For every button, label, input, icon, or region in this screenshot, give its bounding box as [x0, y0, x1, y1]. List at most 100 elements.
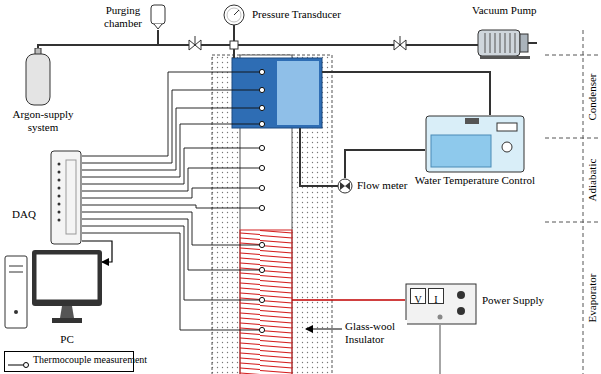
- pressure-transducer-icon: [222, 3, 246, 53]
- thermocouple-wires: [82, 108, 259, 170]
- pc-computer: PC: [4, 250, 104, 348]
- purging-chamber: Purging chamber: [98, 4, 170, 38]
- power-supply-icon: [457, 291, 465, 299]
- thermocouple-wires: [259, 165, 264, 170]
- daq-unit-icon: [58, 163, 61, 222]
- thermocouple-wires: [259, 297, 264, 302]
- vacuum-pump-icon: [485, 33, 515, 53]
- vacuum-pump-icon: [528, 42, 537, 44]
- pc-computer-icon: [36, 254, 98, 300]
- daq-unit: DAQ: [12, 150, 84, 247]
- valve-symbol: [195, 36, 196, 45]
- valve-symbol: [400, 36, 401, 45]
- thermocouple-wires: [82, 219, 259, 270]
- legend-sample: [8, 365, 23, 366]
- legend-box: Thermocouple measurement: [4, 351, 134, 372]
- node-label: PC: [32, 333, 102, 346]
- thermocouple-wires: [82, 148, 259, 184]
- pressure-transducer-icon: [234, 10, 239, 15]
- thermocouple-wires: [82, 72, 259, 156]
- node-label: DAQ: [12, 208, 48, 221]
- leader-arrow: [306, 329, 342, 330]
- pipe: [233, 53, 235, 58]
- purging-chamber-icon: [150, 4, 166, 30]
- purging-chamber-icon: [150, 4, 166, 30]
- daq-unit-icon: [58, 195, 61, 198]
- thermocouple-wires: [82, 90, 259, 163]
- section-boundary: [545, 30, 601, 374]
- water-bath-icon: [502, 142, 512, 152]
- section-boundary: [545, 222, 601, 223]
- vacuum-pump: Vacuum Pump: [470, 4, 545, 62]
- gas-pipe: [345, 150, 425, 178]
- vacuum-pump-icon: [470, 24, 540, 60]
- gas-pipe: [246, 44, 470, 46]
- daq-unit-icon: [58, 171, 61, 174]
- pressure-transducer-icon: [233, 25, 235, 41]
- thermocouple-wires: [259, 267, 264, 272]
- section-boundary: [545, 138, 601, 139]
- thermocouple-wires: [82, 205, 259, 208]
- water-bath-icon: [431, 135, 491, 167]
- argon-cylinder-icon: [25, 48, 51, 106]
- thermocouple-wires: [259, 242, 264, 247]
- section-label: Evaporator: [585, 253, 599, 343]
- daq-unit-icon: [58, 179, 61, 182]
- vacuum-pump-icon: [470, 24, 540, 60]
- insulator-region: [212, 55, 332, 374]
- pressure-transducer-icon: [230, 41, 238, 49]
- condenser-water: [277, 61, 319, 125]
- pressure-transducer-icon: [227, 8, 241, 22]
- daq-unit-icon: [50, 150, 82, 245]
- flow-meter: Flow meter: [337, 178, 409, 196]
- pc-computer-icon: [9, 266, 23, 267]
- node-label: Argon-supply system: [8, 108, 78, 133]
- water-bath-icon: [497, 123, 517, 131]
- daq-unit-icon: [58, 187, 61, 190]
- thermocouple-wires: [82, 233, 259, 330]
- heater-wire: [292, 299, 405, 301]
- section-boundary: [545, 55, 601, 56]
- node-label: Power Supply: [482, 294, 550, 307]
- pressure-transducer: Pressure Transducer: [222, 3, 352, 53]
- vacuum-pump-icon: [480, 56, 530, 59]
- water-bath-icon: [425, 115, 525, 173]
- section-label: Condenser: [585, 52, 599, 142]
- daq-unit-icon: [66, 160, 76, 234]
- argon-cylinder-icon: [26, 54, 50, 105]
- vacuum-pump-icon: [520, 34, 528, 52]
- node-label: Purging chamber: [98, 4, 148, 29]
- node-label: Pressure Transducer: [252, 8, 352, 21]
- pc-computer-icon: [52, 318, 82, 323]
- flow-meter-icon: [338, 179, 352, 193]
- vacuum-pump-icon: [495, 33, 496, 53]
- node-label: Vacuum Pump: [472, 4, 544, 17]
- thermocouple-wires: [82, 188, 259, 198]
- thermocouple-wires: [259, 185, 264, 190]
- vacuum-pump-icon: [505, 33, 506, 53]
- thermocouple-wires: [82, 226, 259, 300]
- power-supply-icon: [438, 315, 443, 320]
- section-boundary: [583, 30, 584, 374]
- daq-unit-icon: [58, 203, 61, 206]
- thermocouple-wires: [259, 205, 264, 210]
- thermocouple-wires: [259, 327, 264, 332]
- pc-computer-icon: [5, 256, 27, 328]
- daq-unit-icon: [58, 219, 61, 222]
- pc-computer-icon: [9, 272, 23, 273]
- purging-chamber-icon: [151, 5, 165, 24]
- daq-unit-icon: [50, 150, 82, 245]
- vacuum-pump-icon: [500, 33, 501, 53]
- water-bath-icon: [465, 118, 479, 124]
- vacuum-pump-icon: [490, 33, 491, 53]
- thermocouple-wires: [82, 212, 259, 245]
- legend-sample: [8, 360, 30, 370]
- node-label: V: [414, 294, 421, 305]
- vacuum-pump-icon: [485, 33, 486, 53]
- current-display: I: [428, 288, 444, 304]
- power-supply-icon: [406, 284, 476, 324]
- voltage-display: V: [410, 288, 426, 304]
- flow-meter-icon: [337, 178, 353, 194]
- pressure-transducer-icon: [224, 5, 244, 25]
- water-outlet-pipe: [322, 72, 490, 115]
